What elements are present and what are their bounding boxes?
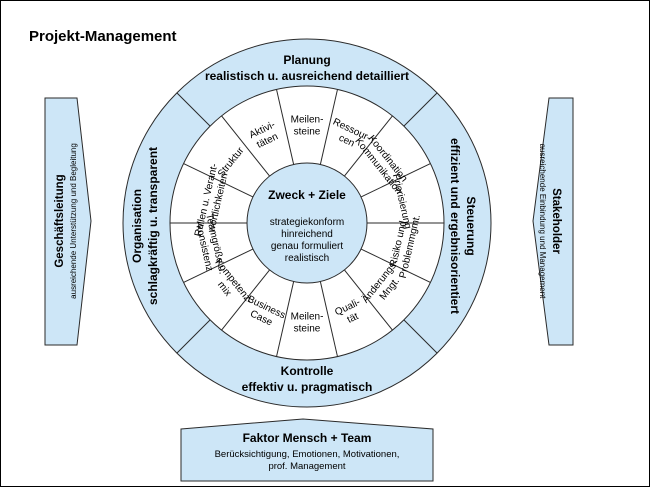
center-line-1: strategiekonform <box>270 217 344 228</box>
segment-label-line: steine <box>294 127 321 138</box>
left-panel-subtitle: ausreichende Unterstützung und Begleitun… <box>69 143 78 299</box>
ring-divider-line <box>403 92 438 127</box>
diagram-title: Projekt-Management <box>29 28 177 45</box>
segment-label-line: Meilen- <box>291 115 324 126</box>
segment-label-line: Meilen- <box>291 312 324 323</box>
bottom-panel-shape <box>180 418 434 482</box>
ring-divider-line <box>176 92 211 127</box>
segment-label-line: steine <box>294 324 321 335</box>
steuerung-label: Steuerung <box>464 196 478 255</box>
bottom-panel-line-2: prof. Management <box>268 461 345 472</box>
steuerung-text: Steuerung effizient und ergebnisorientie… <box>448 138 478 314</box>
bottom-panel-title: Faktor Mensch + Team <box>243 431 372 445</box>
segment-spoke <box>319 89 338 165</box>
segment-spoke <box>221 115 270 177</box>
organisation-label: Organisation <box>130 189 144 263</box>
segment-spoke <box>276 89 295 165</box>
left-panel-title: Geschäftsleitung <box>54 174 66 267</box>
steuerung-sublabel: effizient und ergebnisorientiert <box>448 138 462 314</box>
ring-dividers <box>176 92 438 354</box>
planung-sublabel: realistisch u. ausreichend detailliert <box>205 69 409 83</box>
center-circle <box>246 162 368 284</box>
segment-spoke <box>183 163 254 198</box>
center-line-2: hinreichend <box>281 229 333 240</box>
center-title: Zweck + Ziele <box>268 188 346 202</box>
center-line-4: realistisch <box>285 253 329 264</box>
segment-spoke <box>183 248 254 283</box>
center-line-3: genau formuliert <box>271 241 343 252</box>
segment-spoke <box>276 281 295 357</box>
segment-spoke <box>360 163 431 198</box>
segment-label: Meilen-steine <box>291 312 324 335</box>
segment-spokes <box>170 89 444 357</box>
ring-divider-line <box>403 319 438 354</box>
right-panel-shape <box>532 97 574 346</box>
ring-divider-line <box>176 319 211 354</box>
left-panel-text: Geschäftsleitung ausreichende Unterstütz… <box>54 143 78 299</box>
segment-spoke <box>221 269 270 331</box>
wheel <box>122 38 492 408</box>
planung-label: Planung <box>283 53 330 67</box>
segment-spoke <box>344 269 393 331</box>
segment-spoke <box>344 115 393 177</box>
organisation-text: Organisation schlagkräftig u. transparen… <box>130 147 160 305</box>
right-panel-subtitle: ausreichende Einbindung und Management <box>538 144 547 300</box>
segment-spoke <box>360 248 431 283</box>
organisation-sublabel: schlagkräftig u. transparent <box>146 147 160 305</box>
left-panel-shape <box>44 97 92 346</box>
kontrolle-sublabel: effektiv u. pragmatisch <box>242 380 373 394</box>
right-panel-title: Stakeholder <box>550 188 562 254</box>
bottom-panel-line-1: Berücksichtigung, Emotionen, Motivatione… <box>215 449 400 460</box>
right-panel-text: Stakeholder ausreichende Einbindung und … <box>538 144 562 300</box>
segment-label: Meilen-steine <box>291 115 324 138</box>
segment-spoke <box>319 281 338 357</box>
segment-label-line: tät <box>346 311 361 326</box>
kontrolle-label: Kontrolle <box>281 364 334 378</box>
